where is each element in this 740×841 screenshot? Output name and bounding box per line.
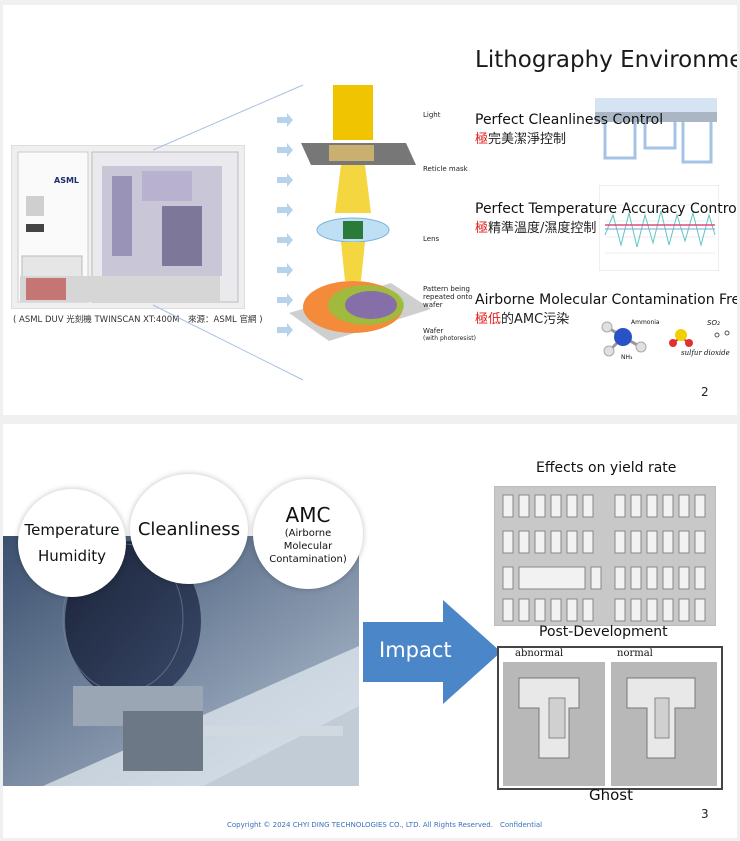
- copyright-text: Copyright © 2024 CHYI DING TECHNOLOGIES …: [227, 821, 493, 829]
- temperature-chart-image: [598, 184, 720, 272]
- confidential-text: Confidential: [500, 821, 543, 829]
- amc-sub2: Molecular: [283, 540, 333, 552]
- item3-heading: Airborne Molecular Contamination Free: [475, 292, 737, 308]
- cleanliness-label: Cleanliness: [137, 518, 241, 540]
- page-number: 3: [701, 807, 709, 821]
- item2-zh-accent: 極: [475, 221, 489, 236]
- item1-heading: Perfect Cleanliness Control: [475, 112, 664, 128]
- label-lens: Lens: [423, 235, 440, 243]
- ammonia-molecule-image: Ammonia NH₃: [595, 317, 661, 365]
- lithography-diagram: Light Reticle mask Lens Pattern being re…: [271, 85, 476, 355]
- abnormal-label: abnormal: [515, 648, 564, 659]
- item2-zh-rest: 精準溫度/濕度控制: [488, 221, 597, 236]
- item1-zh: 極完美潔淨控制: [475, 128, 566, 147]
- connector-lines: [152, 84, 304, 381]
- asml-logo-text: ASML: [54, 176, 80, 185]
- effects-title: Effects on yield rate: [536, 460, 677, 476]
- cleanliness-circle: Cleanliness: [130, 474, 248, 584]
- item3-zh-accent: 極低: [475, 312, 502, 327]
- post-development-sem-image: [494, 486, 716, 626]
- amc-label: AMC: [285, 502, 331, 527]
- so2-label: SO₂: [707, 319, 720, 327]
- item1-zh-rest: 完美潔淨控制: [488, 132, 567, 147]
- humidity-label: Humidity: [37, 547, 106, 565]
- nh3-label: NH₃: [621, 354, 633, 361]
- slide-title: Lithography Environment: [475, 47, 737, 73]
- label-reticle: Reticle mask: [423, 165, 468, 173]
- normal-label: normal: [617, 648, 653, 659]
- label-pattern: Pattern being repeated onto wafer: [423, 285, 473, 309]
- cleanroom-ceiling-image: [595, 98, 717, 168]
- sulfur-dioxide-label: sulfur dioxide: [681, 349, 730, 357]
- ghost-label: Ghost: [589, 786, 634, 804]
- amc-circle: AMC (Airborne Molecular Contamination): [253, 479, 363, 589]
- page-number: 2: [701, 385, 709, 399]
- sulfur-dioxide-molecule-image: SO₂ sulfur dioxide: [667, 311, 733, 363]
- impact-label: Impact: [379, 638, 452, 662]
- item3-zh: 極低的AMC污染: [475, 308, 569, 327]
- item2-zh: 極精準溫度/濕度控制: [475, 217, 596, 236]
- slide-2: ASML ( ASML DUV 光刻機 TWINSCAN XT:400M 來源：…: [3, 5, 737, 415]
- item2-heading: Perfect Temperature Accuracy Control: [475, 201, 737, 217]
- slide-3: Temperature Humidity Cleanliness AMC (Ai…: [3, 424, 737, 838]
- amc-sub3: Contamination): [269, 553, 347, 565]
- item3-zh-rest: 的AMC污染: [501, 312, 570, 327]
- label-light: Light: [423, 111, 441, 119]
- label-wafer-sub: (with photoresist): [423, 335, 476, 342]
- ammonia-label: Ammonia: [631, 319, 660, 326]
- post-development-label: Post-Development: [539, 624, 668, 640]
- temperature-label: Temperature: [24, 521, 120, 539]
- ghost-sem-image: abnormal normal: [497, 646, 723, 790]
- machine-caption: ( ASML DUV 光刻機 TWINSCAN XT:400M 來源：ASML …: [13, 315, 263, 325]
- lithography-machine-image: ASML: [11, 145, 245, 309]
- temperature-humidity-circle: Temperature Humidity: [18, 489, 126, 597]
- item1-zh-accent: 極: [475, 132, 489, 147]
- amc-sub1: (Airborne: [284, 527, 332, 539]
- label-wafer: Wafer: [423, 327, 444, 335]
- impact-arrow: Impact: [363, 600, 501, 704]
